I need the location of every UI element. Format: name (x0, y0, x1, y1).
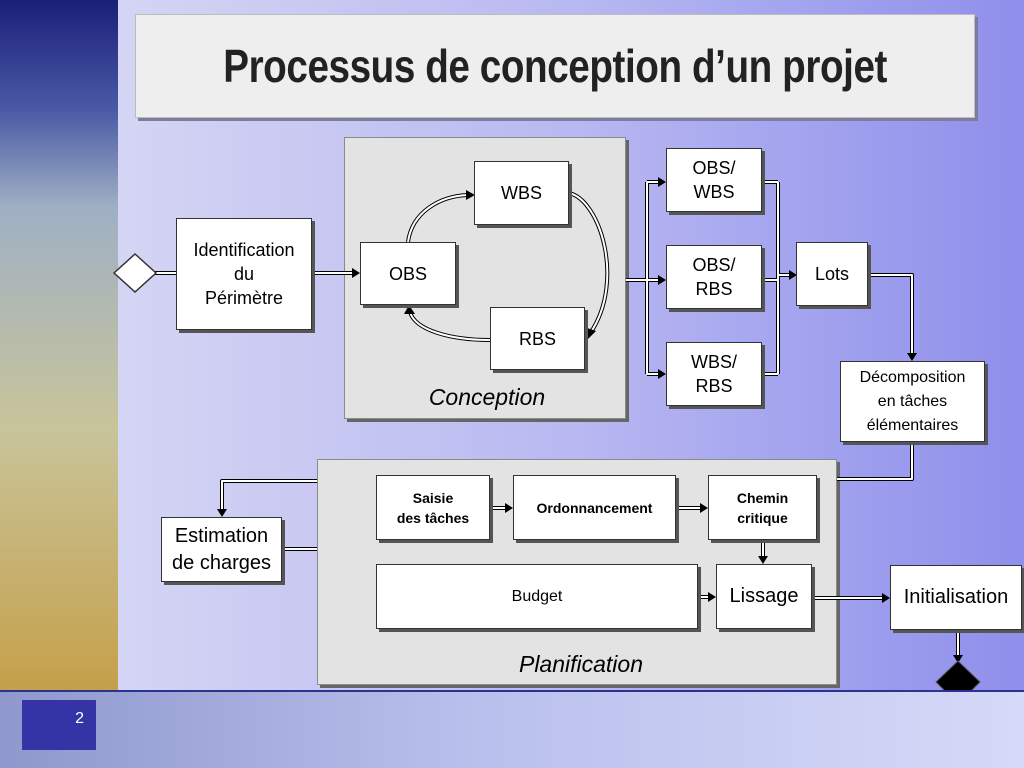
decomposition-line1: Décomposition (859, 368, 966, 386)
wbs-label: WBS (500, 183, 542, 203)
decomposition-line2: en tâches (877, 392, 948, 410)
saisie-line1: Saisie (412, 489, 454, 506)
wbs-box: WBS (474, 161, 569, 225)
connector-rbs-to-obs (404, 305, 491, 342)
chemin-line1: Chemin (736, 489, 789, 506)
identification-line2: du (233, 264, 255, 284)
identification-line3: Périmètre (204, 288, 284, 308)
identification-line1: Identification (193, 240, 295, 260)
ordonnancement-box: Ordonnancement (513, 475, 676, 540)
connector-decomposition-to-planification (837, 442, 914, 481)
footer-bar (0, 690, 1024, 768)
page-number: 2 (22, 700, 96, 750)
connector-lots-to-decomposition (868, 273, 917, 361)
chemin-critique-box: Chemin critique (708, 475, 817, 540)
wbs-rbs-line1: WBS/ (690, 352, 737, 372)
connector-ordonnancement-to-chemin (676, 503, 708, 513)
rbs-box: RBS (490, 307, 585, 370)
connector-chemin-to-lissage (758, 541, 768, 564)
obs-box: OBS (360, 242, 456, 305)
initialisation-label: Initialisation (903, 586, 1009, 608)
connector-planification-to-estimation (217, 479, 317, 517)
connector-budget-to-lissage (698, 592, 716, 602)
lissage-box: Lissage (716, 564, 812, 629)
obs-wbs-box: OBS/ WBS (666, 148, 762, 212)
obs-label: OBS (388, 263, 427, 284)
lissage-label: Lissage (729, 585, 799, 607)
decomposition-box: Décomposition en tâches élémentaires (840, 361, 985, 442)
connector-matrices-to-lots (762, 180, 797, 376)
obs-wbs-line2: WBS (693, 182, 735, 202)
obs-rbs-line2: RBS (695, 279, 733, 299)
rbs-label: RBS (518, 328, 556, 349)
wbs-rbs-box: WBS/ RBS (666, 342, 762, 406)
initialisation-box: Initialisation (890, 565, 1022, 630)
connector-saisie-to-ordonnancement (490, 503, 513, 513)
decomposition-line3: élémentaires (866, 416, 959, 434)
obs-rbs-line1: OBS/ (692, 255, 736, 275)
chemin-line2: critique (737, 509, 788, 526)
lots-label: Lots (814, 264, 850, 284)
lots-box: Lots (796, 242, 868, 306)
conception-panel-label: Conception (428, 384, 546, 410)
start-diamond (112, 252, 158, 294)
saisie-line2: des tâches (396, 509, 470, 526)
title-box: Processus de conception d’un projet (135, 14, 975, 118)
page-title: Processus de conception d’un projet (223, 40, 887, 92)
estimation-box: Estimation de charges (161, 517, 282, 582)
connector-lissage-to-initialisation (812, 593, 890, 603)
planification-panel-label: Planification (518, 651, 644, 677)
connector-identification-to-obs (312, 268, 360, 278)
budget-box: Budget (376, 564, 698, 629)
left-decorative-strip (0, 0, 118, 690)
connector-obs-to-wbs (406, 190, 475, 243)
estimation-line2: de charges (172, 551, 271, 574)
wbs-rbs-line2: RBS (695, 376, 733, 396)
ordonnancement-label: Ordonnancement (536, 499, 653, 516)
estimation-line1: Estimation (174, 524, 269, 547)
saisie-box: Saisie des tâches (376, 475, 490, 540)
connector-wbs-to-rbs (568, 191, 610, 340)
obs-wbs-line1: OBS/ (692, 158, 736, 178)
obs-rbs-box: OBS/ RBS (666, 245, 762, 309)
identification-box: Identification du Périmètre (176, 218, 312, 330)
connector-conception-to-matrices (626, 177, 666, 379)
budget-label: Budget (511, 587, 563, 605)
connector-initialisation-to-end (953, 630, 963, 663)
